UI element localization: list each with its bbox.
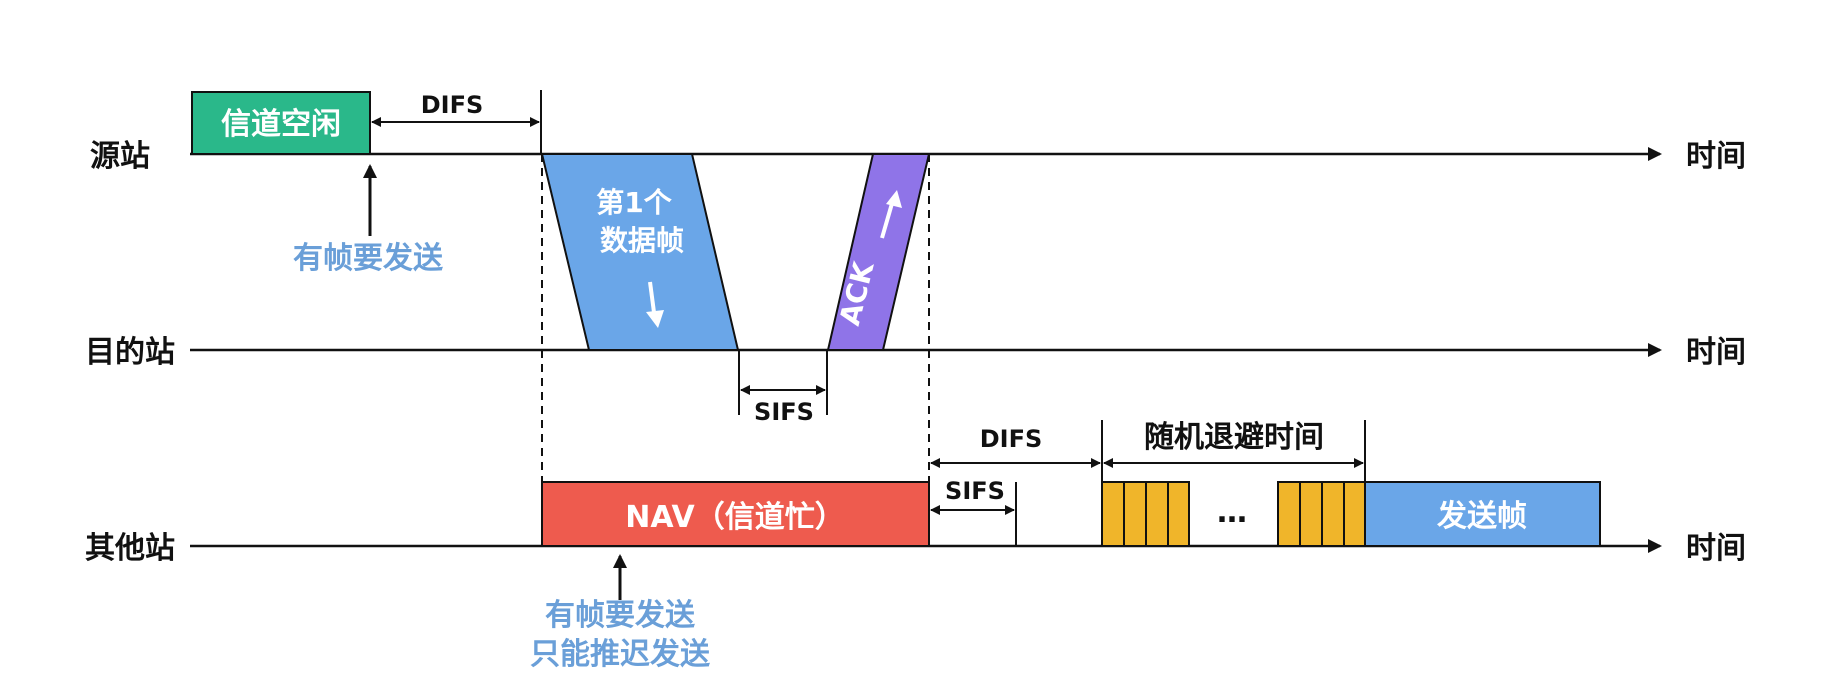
data-frame-label-line1: 第1个 — [596, 186, 672, 219]
difs-other-label: DIFS — [980, 425, 1043, 453]
ack-up-arrow-icon — [886, 190, 902, 208]
destination-station-label: 目的站 — [85, 335, 175, 370]
backoff-ellipsis: … — [1217, 495, 1247, 530]
send-frame-box — [1364, 481, 1601, 547]
source-station-label: 源站 — [90, 139, 150, 174]
ack-up-arrow-shaft — [880, 199, 895, 239]
backoff-slot — [1145, 481, 1169, 547]
backoff-slot — [1123, 481, 1147, 547]
backoff-label: 随机退避时间 — [1144, 420, 1324, 455]
source-time-label: 时间 — [1686, 139, 1746, 174]
backoff-slot — [1101, 481, 1125, 547]
backoff-slot — [1343, 481, 1366, 547]
backoff-slot — [1299, 481, 1323, 547]
data-frame-label-line2: 数据帧 — [600, 224, 684, 257]
destination-time-label: 时间 — [1686, 335, 1746, 370]
other-time-label: 时间 — [1686, 531, 1746, 566]
defer-note-line2: 只能推迟发送 — [530, 637, 710, 672]
difs-source-label: DIFS — [421, 91, 484, 119]
nav-busy-label: NAV（信道忙） — [625, 500, 845, 535]
sifs-other-label: SIFS — [945, 477, 1005, 505]
ack-parallelogram — [826, 153, 931, 351]
backoff-slot — [1277, 481, 1301, 547]
nav-busy-box — [541, 481, 930, 547]
sifs-dest-label: SIFS — [754, 398, 814, 426]
other-station-label: 其他站 — [85, 531, 175, 566]
channel-idle-box — [191, 91, 371, 155]
send-frame-label: 发送帧 — [1436, 499, 1527, 534]
channel-idle-label: 信道空闲 — [221, 107, 341, 142]
backoff-slot — [1167, 481, 1190, 547]
backoff-slot — [1321, 481, 1345, 547]
defer-note-line1: 有帧要发送 — [545, 598, 695, 633]
has-frame-note: 有帧要发送 — [293, 241, 443, 276]
data-frame-down-arrow-icon — [646, 310, 664, 328]
